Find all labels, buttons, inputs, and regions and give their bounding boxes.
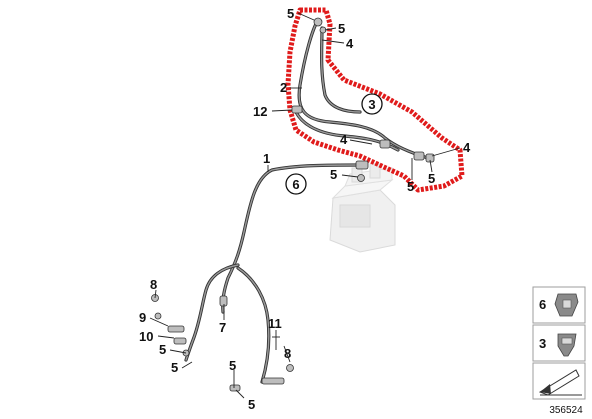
- callout-5-left-a[interactable]: 5: [159, 342, 166, 357]
- callout-5-abs[interactable]: 5: [330, 167, 337, 182]
- callout-7[interactable]: 7: [219, 320, 226, 335]
- callout-8-right[interactable]: 8: [284, 346, 291, 361]
- callout-4-top[interactable]: 4: [346, 36, 354, 51]
- brake-line-1: [184, 163, 362, 384]
- callout-5-bottom-b[interactable]: 5: [248, 397, 255, 412]
- callout-5-bottom-a[interactable]: 5: [229, 358, 236, 373]
- legend-panel: 6 3 356524: [532, 286, 586, 416]
- legend-label-6: 6: [539, 297, 546, 312]
- abs-unit: [329, 163, 396, 253]
- callouts: 5 5 4 2 12 4 4 1 5 5 5 8 9 10 5 5 7 11 8…: [139, 6, 471, 412]
- svg-text:6: 6: [292, 177, 299, 192]
- callout-1[interactable]: 1: [263, 151, 270, 166]
- callout-5-right-a[interactable]: 5: [407, 179, 414, 194]
- grommet-icon: [557, 333, 577, 357]
- callout-11[interactable]: 11: [268, 316, 282, 331]
- callout-4-right[interactable]: 4: [463, 140, 471, 155]
- callout-5-right-top[interactable]: 5: [338, 21, 345, 36]
- svg-text:3: 3: [368, 97, 375, 112]
- callout-5-top[interactable]: 5: [287, 6, 294, 21]
- callout-5-left-b[interactable]: 5: [171, 360, 178, 375]
- clip-icon: [554, 293, 579, 317]
- callout-9[interactable]: 9: [139, 310, 146, 325]
- arrow-icon: [538, 369, 582, 396]
- reference-number: 356524: [549, 405, 583, 416]
- circled-ref-6[interactable]: 6: [285, 173, 307, 195]
- callout-10[interactable]: 10: [139, 329, 153, 344]
- callout-8-left[interactable]: 8: [150, 277, 157, 292]
- callout-2[interactable]: 2: [280, 80, 287, 95]
- leader-lines: [149, 12, 461, 399]
- callout-5-right-b[interactable]: 5: [428, 171, 435, 186]
- highlight-outline: [285, 7, 465, 193]
- callout-4-mid[interactable]: 4: [340, 132, 348, 147]
- legend-label-3: 3: [539, 336, 546, 351]
- callout-12[interactable]: 12: [253, 104, 267, 119]
- circled-ref-3[interactable]: 3: [361, 93, 383, 115]
